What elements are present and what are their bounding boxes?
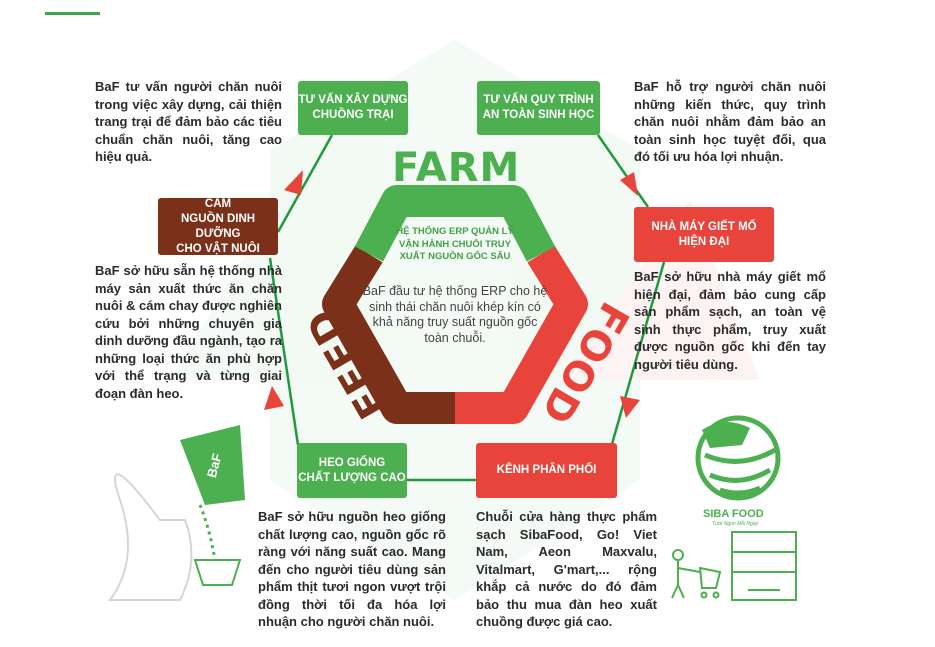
arrowheads — [264, 170, 640, 418]
siba-food-name: SIBA FOOD — [703, 508, 764, 520]
desc-slaughterhouse: BaF sở hữu nhà máy giết mổ hiện đại, đảm… — [634, 269, 826, 372]
erp-title: HỆ THỐNG ERP QUẢN LÝ VẬN HÀNH CHUỖI TRUY… — [396, 226, 514, 262]
desc-farm-construction: BaF tư vấn người chăn nuôi trong việc xâ… — [95, 79, 282, 164]
connector-lines — [268, 134, 666, 482]
arrow-up-icon — [284, 170, 303, 195]
desc-biosecurity: BaF hỗ trợ người chăn nuôi những kiến th… — [634, 79, 826, 164]
erp-hexagon-ring — [322, 185, 588, 424]
stage-box-feed: CÁM NGUỒN DINH DƯỠNG CHO VẬT NUÔI — [158, 198, 278, 255]
stage-box-farm-construction: TƯ VẤN XÂY DỰNG CHUỒNG TRẠI — [298, 81, 408, 135]
stage-box-distribution: KÊNH PHÂN PHỐI — [476, 443, 617, 498]
desc-feed: BaF sở hữu sẵn hệ thống nhà máy sản xuất… — [95, 263, 282, 401]
siba-food-slogan: Tươi Ngon Mỗi Ngày — [712, 521, 759, 527]
stage-box-slaughterhouse: NHÀ MÁY GIẾT MỔ HIỆN ĐẠI — [634, 207, 774, 262]
baf-feed-bag-illustration — [108, 425, 245, 601]
arrow-up-icon — [264, 386, 284, 410]
desc-distribution: Chuỗi cửa hàng thực phẩm sạch SibaFood, … — [476, 509, 657, 629]
siba-food-logo — [695, 415, 781, 501]
desc-breeding-pigs: BaF sở hữu nguồn heo giống chất lượng ca… — [258, 509, 446, 629]
arrow-down-icon — [620, 172, 638, 196]
farm-label: FARM — [392, 145, 521, 191]
stage-box-biosecurity: TƯ VẤN QUY TRÌNH AN TOÀN SINH HỌC — [477, 81, 600, 135]
arrow-down-icon — [620, 396, 640, 418]
stage-box-breeding-pigs: HEO GIỐNG CHẤT LƯỢNG CAO — [297, 443, 407, 498]
top-accent-bar — [45, 12, 100, 15]
erp-description: BaF đầu tư hệ thống ERP cho hệ sinh thái… — [362, 284, 548, 345]
supermarket-illustration — [671, 531, 797, 601]
